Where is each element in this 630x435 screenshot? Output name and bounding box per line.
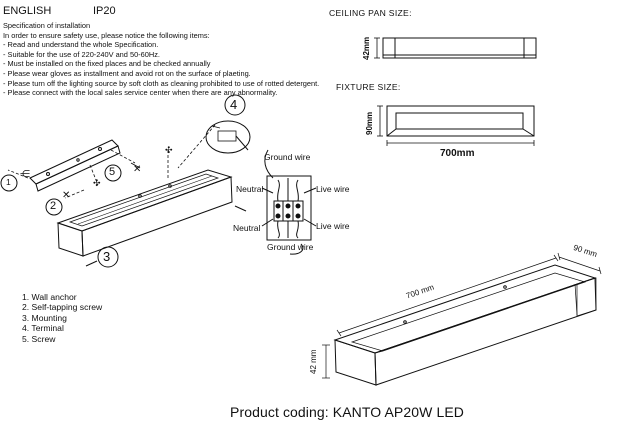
ceiling-pan-title: CEILING PAN SIZE: <box>329 8 412 18</box>
legend-item: 5. Screw <box>22 333 56 344</box>
language-label: ENGLISH <box>3 5 52 17</box>
spec-item: - Read and understand the whole Specific… <box>3 40 159 50</box>
spec-block: Specification of installation In order t… <box>3 21 319 98</box>
callout-2: 2 <box>50 200 57 212</box>
ground-wire-label-top: Ground wire <box>264 152 311 162</box>
mounting-plate <box>29 139 121 192</box>
spec-item: - Suitable for the use of 220-240V and 5… <box>3 49 160 59</box>
svg-text:✣: ✣ <box>165 146 173 156</box>
legend-item: 3. Mounting <box>22 312 67 323</box>
callout-5: 5 <box>109 166 116 178</box>
callout-5-circle <box>104 164 122 182</box>
legend-item: 2. Self-tapping screw <box>22 302 103 313</box>
fixture-body-exploded <box>56 169 233 257</box>
callout-2-circle <box>45 198 63 216</box>
svg-text:✕: ✕ <box>133 164 141 175</box>
product-coding-value: KANTO AP20W LED <box>332 404 464 420</box>
ground-wire-label-bottom: Ground wire <box>267 242 314 252</box>
screw-symbols: ⋲ ✕ ✣ ✣ ✕ <box>20 146 173 201</box>
svg-text:✕: ✕ <box>62 190 70 201</box>
legend-item: 4. Terminal <box>22 323 64 334</box>
parts-legend: 1. Wall anchor 2. Self-tapping screw 3. … <box>22 292 102 344</box>
iso-height-label: 42 mm <box>309 349 318 374</box>
svg-text:✣: ✣ <box>93 179 101 189</box>
ip-rating: IP20 <box>93 5 116 17</box>
ceiling-pan-height-label: 42mm <box>362 36 371 60</box>
callout-3-circle <box>97 246 119 268</box>
fixture-height-label: 90mm <box>365 111 374 135</box>
spec-item: - Please turn off the lighting source by… <box>3 78 320 88</box>
iso-fixture <box>322 252 602 386</box>
legend-item: 1. Wall anchor <box>22 292 77 302</box>
svg-text:⋲: ⋲ <box>20 169 30 180</box>
ceiling-pan-drawing <box>374 37 537 59</box>
callout-4: 4 <box>230 97 238 112</box>
wiring-box <box>261 149 317 255</box>
fixture-drawing <box>377 105 535 146</box>
terminal-detail <box>205 120 251 154</box>
live-wire-label-bottom: Live wire <box>316 221 350 231</box>
neutral-label-bottom: Neutral <box>233 223 261 233</box>
spec-item: - Must be installed on the fixed places … <box>3 59 211 69</box>
neutral-label-top: Neutral <box>236 184 264 194</box>
fixture-size-title: FIXTURE SIZE: <box>336 82 401 92</box>
product-coding-label: Product coding: <box>230 404 329 420</box>
callout-1: 1 <box>6 177 11 187</box>
live-wire-label-top: Live wire <box>316 184 350 194</box>
callout-1-circle <box>0 174 18 192</box>
product-coding: Product coding: KANTO AP20W LED <box>230 404 464 420</box>
spec-item: - Please connect with the local sales se… <box>3 88 278 98</box>
callout-4-circle <box>224 94 246 116</box>
spec-item: - Please wear gloves as installment and … <box>3 68 251 78</box>
spec-title: Specification of installation <box>3 21 91 30</box>
spec-intro: In order to ensure safety use, please no… <box>3 30 210 40</box>
callout-3: 3 <box>103 249 111 264</box>
fixture-width-label: 700mm <box>440 148 475 159</box>
